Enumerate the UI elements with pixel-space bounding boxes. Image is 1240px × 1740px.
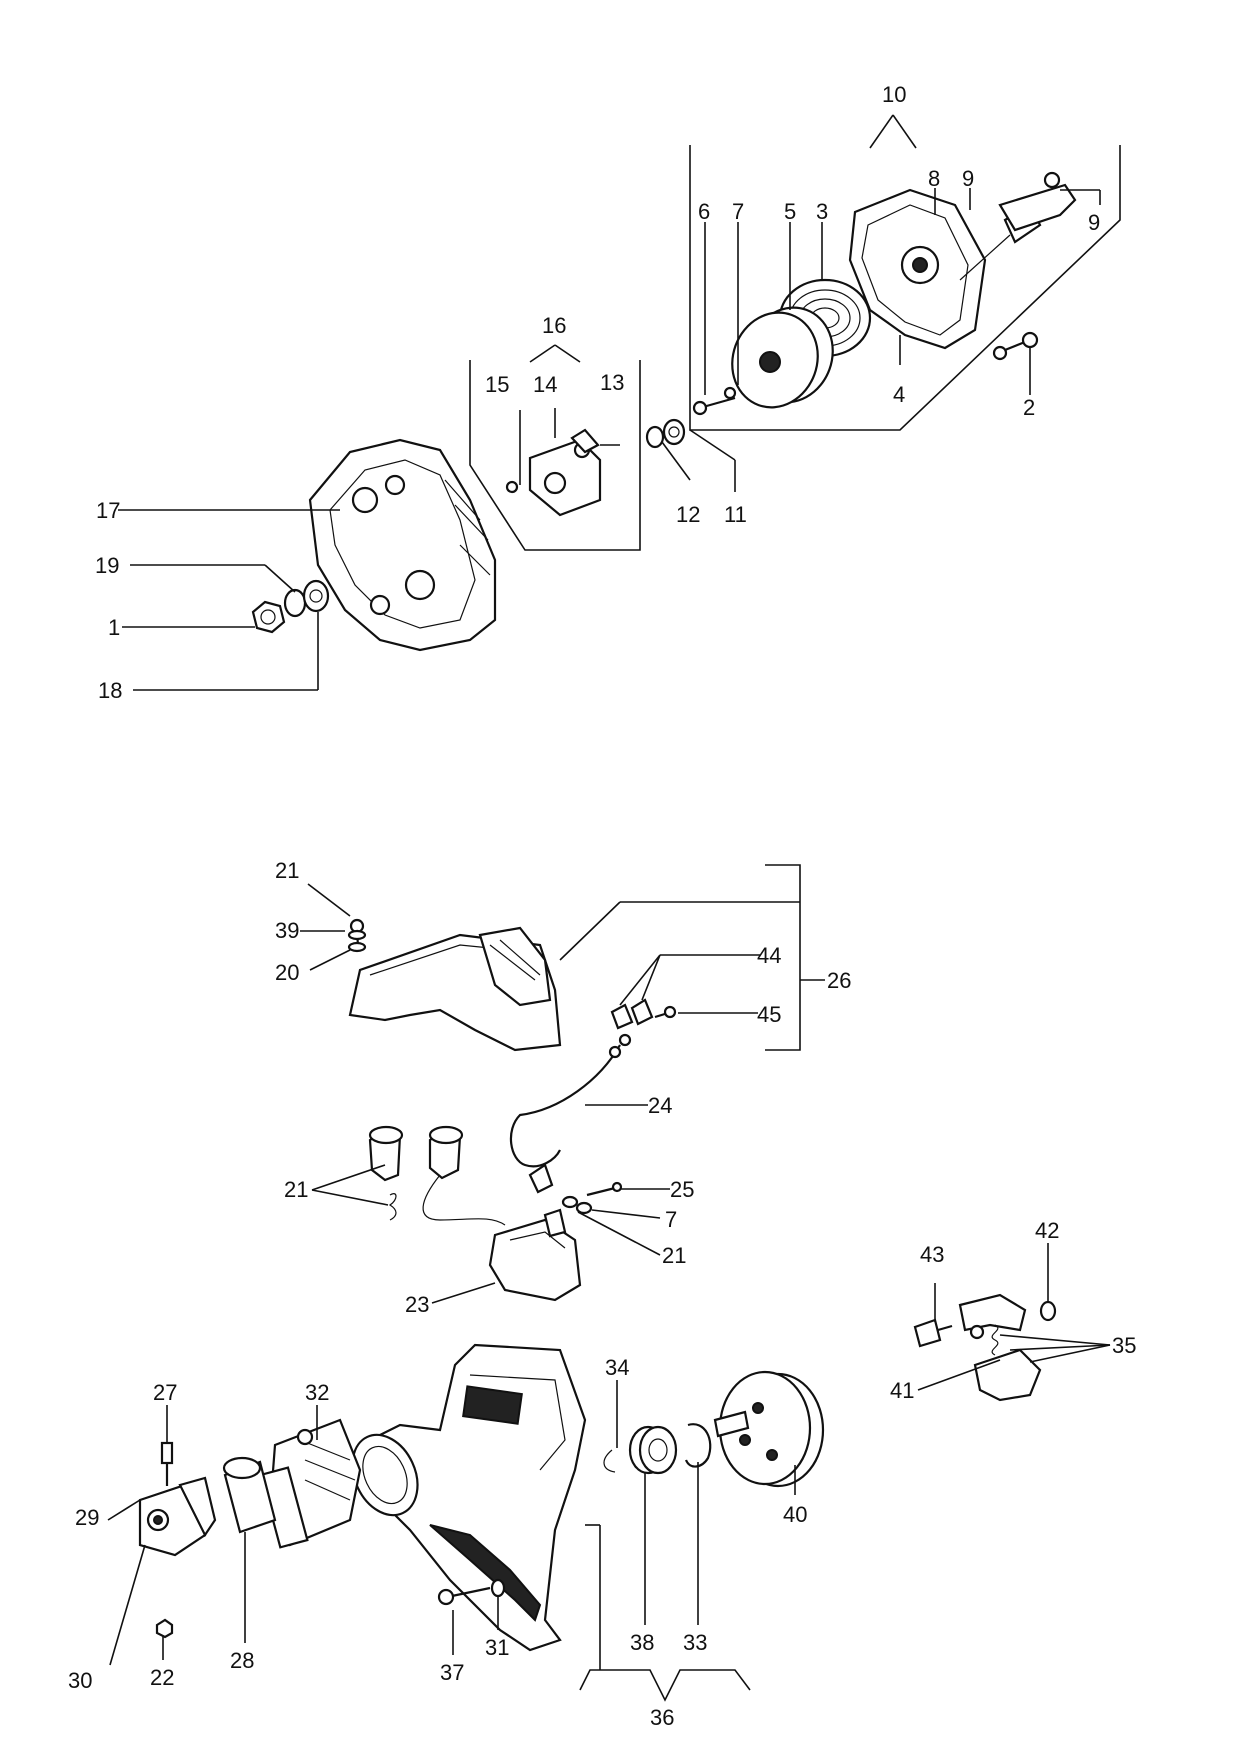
label-25: 23 (405, 1292, 429, 1317)
label-46: 44 (757, 943, 781, 968)
screw-6 (692, 386, 737, 416)
label-34: 32 (305, 1380, 329, 1405)
rope-pulley (731, 306, 834, 409)
label-36: 34 (605, 1355, 629, 1380)
label-24: 22 (150, 1665, 174, 1690)
label-17: 16 (542, 313, 566, 338)
washer-19-20 (283, 579, 330, 618)
flywheel-housing-assembly (118, 344, 736, 691)
starter-rope-handle (959, 171, 1077, 281)
label-4: 4 (893, 382, 905, 407)
clutch-shoes (913, 1243, 1111, 1402)
part-labels: 10 8 9 6 7 5 3 9 4 2 16 15 14 13 12 11 1… (68, 82, 1136, 1730)
label-7a: 7 (732, 199, 744, 224)
nut-1 (251, 600, 286, 634)
ignition-coil (422, 1174, 582, 1302)
label-1: 1 (108, 615, 120, 640)
label-44: 42 (1035, 1218, 1059, 1243)
bushing-30 (222, 1456, 277, 1534)
drive-hub (138, 1476, 217, 1557)
label-39: 37 (440, 1660, 464, 1685)
bearing-housing (259, 1418, 362, 1549)
top-cover-assembly (300, 864, 825, 1304)
spark-plug-boot (368, 1125, 464, 1221)
label-26: 24 (648, 1093, 672, 1118)
label-40: 38 (630, 1630, 654, 1655)
label-33: 31 (485, 1635, 509, 1660)
cylinder-cover (348, 926, 562, 1052)
label-38: 36 (650, 1705, 674, 1730)
shoe-pin-45 (913, 1318, 953, 1348)
clutch-housing-assembly (107, 1343, 825, 1702)
label-15: 14 (533, 372, 557, 397)
label-42: 40 (783, 1502, 807, 1527)
label-22: 21 (275, 858, 299, 883)
label-6: 6 (698, 199, 710, 224)
fan-housing (308, 438, 497, 652)
label-21b: 21 (662, 1243, 686, 1268)
label-18: 17 (96, 498, 120, 523)
label-32: 30 (68, 1668, 92, 1693)
label-27: 25 (670, 1177, 694, 1202)
label-29: 27 (153, 1380, 177, 1405)
label-2: 2 (1023, 395, 1035, 420)
starter-housing (848, 188, 987, 350)
label-7b: 7 (665, 1207, 677, 1232)
screw-39 (437, 1586, 491, 1606)
label-11: 10 (882, 82, 906, 107)
label-45: 43 (920, 1242, 944, 1267)
clutch-drum (713, 1370, 825, 1488)
label-35: 33 (683, 1630, 707, 1655)
label-23: 21 (284, 1177, 308, 1202)
label-43: 41 (890, 1378, 914, 1403)
label-47: 45 (757, 1002, 781, 1027)
label-31: 29 (75, 1505, 99, 1530)
label-37: 35 (1112, 1333, 1136, 1358)
label-16: 15 (485, 372, 509, 397)
label-41: 39 (275, 918, 299, 943)
label-10: 9 (1088, 210, 1100, 235)
label-30: 28 (230, 1648, 254, 1673)
starter-assembly (689, 114, 1121, 431)
label-28: 26 (827, 968, 851, 993)
wire-harness (509, 1033, 632, 1194)
label-9: 9 (962, 166, 974, 191)
bearing-40 (628, 1425, 678, 1475)
pawl-plate (505, 428, 602, 517)
label-3: 3 (816, 199, 828, 224)
label-21a: 20 (275, 960, 299, 985)
clutch-housing (351, 1343, 587, 1652)
label-13: 12 (676, 502, 700, 527)
screw-29 (160, 1441, 174, 1486)
label-20: 19 (95, 553, 119, 578)
label-12: 11 (724, 502, 747, 527)
label-19: 18 (98, 678, 122, 703)
washer-12-13 (645, 418, 686, 449)
label-8: 8 (928, 166, 940, 191)
label-5: 5 (784, 199, 796, 224)
screw-2 (992, 331, 1039, 361)
label-14: 13 (600, 370, 624, 395)
